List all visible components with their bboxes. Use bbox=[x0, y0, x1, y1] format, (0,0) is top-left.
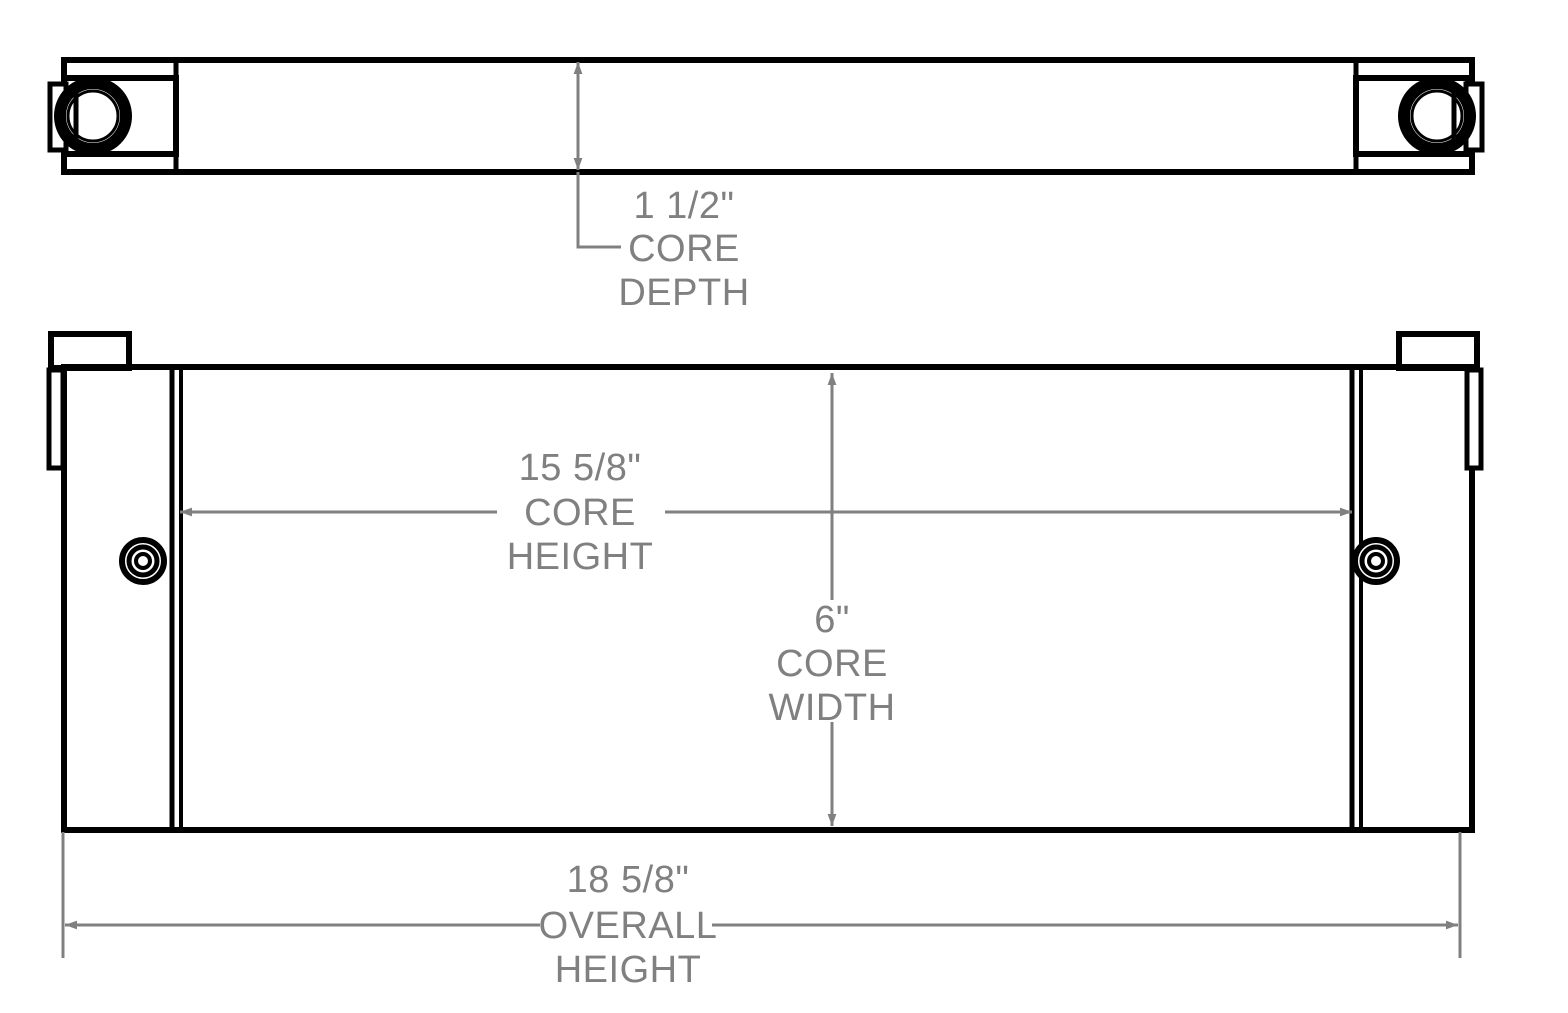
port-fitting-front-right-inner-icon bbox=[1367, 552, 1385, 570]
core-depth-value: 1 1/2" bbox=[633, 185, 734, 227]
front-view bbox=[46, 331, 1484, 833]
top-view-outer-rect bbox=[61, 57, 1475, 175]
core-width-label-line2: WIDTH bbox=[768, 687, 895, 729]
dimension-core-width: 6" CORE WIDTH bbox=[768, 373, 895, 826]
dimension-core-height: 15 5/8" CORE HEIGHT bbox=[180, 447, 1352, 578]
port-fitting-top-right-inner-icon bbox=[1410, 89, 1464, 143]
core-depth-leader-line bbox=[576, 172, 621, 249]
overall-height-label-line1: OVERALL bbox=[539, 905, 718, 947]
core-depth-label-line1: CORE bbox=[628, 228, 740, 270]
core-width-label-line1: CORE bbox=[776, 643, 888, 685]
dimension-core-depth: 1 1/2" CORE DEPTH bbox=[573, 62, 749, 314]
port-fitting-front-right bbox=[1352, 537, 1400, 585]
core-width-value: 6" bbox=[814, 599, 850, 641]
top-view bbox=[47, 57, 1485, 175]
top-view-body-outline bbox=[61, 57, 1475, 175]
front-view-left-tab-rect bbox=[46, 367, 66, 471]
port-fitting-front-left bbox=[119, 537, 167, 585]
core-height-label-line2: HEIGHT bbox=[507, 536, 654, 578]
overall-height-value: 18 5/8" bbox=[567, 859, 690, 901]
port-fitting-top-left-inner-icon bbox=[66, 89, 120, 143]
front-view-left-side-tab bbox=[46, 367, 66, 471]
mounting-bracket-left bbox=[48, 331, 132, 371]
front-view-core-dividers bbox=[169, 367, 1363, 830]
top-view-right-tank-group bbox=[1353, 75, 1485, 157]
mounting-bracket-right bbox=[1396, 331, 1480, 371]
top-view-left-tank-group bbox=[47, 75, 179, 157]
front-view-body-outline bbox=[61, 364, 1475, 833]
core-height-label-line1: CORE bbox=[524, 492, 636, 534]
core-height-value: 15 5/8" bbox=[519, 447, 642, 489]
port-fitting-front-left-inner-icon bbox=[134, 552, 152, 570]
front-view-right-tab-rect bbox=[1464, 367, 1484, 471]
core-depth-label-line2: DEPTH bbox=[618, 272, 749, 314]
overall-height-label-line2: HEIGHT bbox=[555, 949, 702, 991]
dimension-overall-height: 18 5/8" OVERALL HEIGHT bbox=[61, 832, 1462, 991]
front-view-right-side-tab bbox=[1464, 367, 1484, 471]
